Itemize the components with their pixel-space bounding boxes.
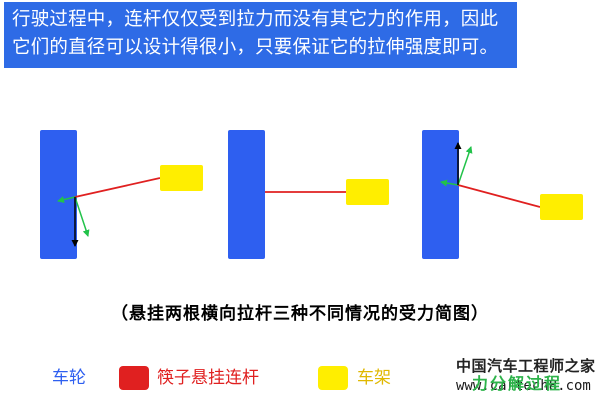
legend-label-wheel: 车轮 — [52, 368, 86, 388]
header-banner: 行驶过程中，连杆仅仅受到拉力而没有其它力的作用，因此 它们的直径可以设计得很小，… — [4, 2, 517, 68]
wheel-1 — [40, 130, 77, 259]
legend-swatch-rod — [119, 366, 149, 390]
legend-swatch-frame — [318, 366, 348, 390]
case-1 — [40, 130, 203, 259]
header-line-1: 行驶过程中，连杆仅仅受到拉力而没有其它力的作用，因此 — [12, 9, 499, 30]
rod-1 — [74, 177, 161, 198]
force-arrow-diag-1 — [74, 196, 90, 237]
diagram-caption: （悬挂两根横向拉杆三种不同情况的受力简图） — [111, 304, 489, 324]
wheel-2 — [228, 130, 265, 259]
legend-label-frame: 车架 — [357, 368, 391, 388]
case-2 — [228, 130, 389, 259]
case-3 — [422, 130, 583, 259]
header-line-2: 它们的直径可以设计得很小，只要保证它的拉伸强度即可。 — [12, 37, 499, 58]
wheel-3 — [422, 130, 459, 259]
frame-3 — [540, 194, 583, 220]
force-arrow-rod-1 — [57, 196, 76, 204]
force-arrow-diag-3 — [457, 146, 473, 186]
legend-label-rod: 筷子悬挂连杆 — [157, 368, 259, 388]
watermark-title: 中国汽车工程师之家 — [456, 357, 596, 375]
rod-3 — [457, 184, 541, 208]
force-diagram — [40, 130, 583, 259]
watermark-green-text: 力分解过程 — [472, 374, 563, 393]
frame-2 — [346, 179, 389, 205]
frame-1 — [160, 165, 203, 191]
force-arrow-rod-3 — [440, 179, 459, 187]
watermark-url: www.cartech8.com — [456, 378, 591, 394]
